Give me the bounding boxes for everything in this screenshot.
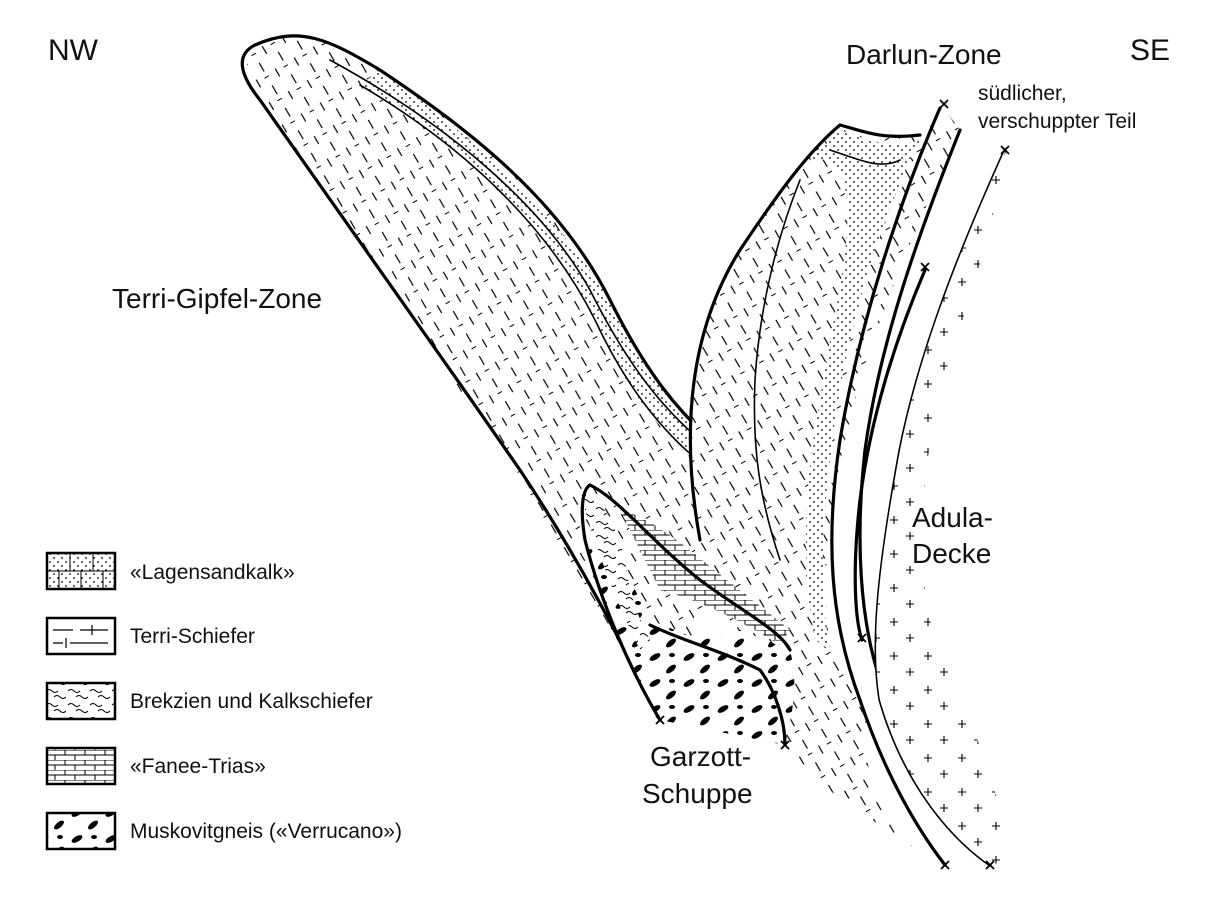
terri-gipfel-inner-line-1 [329, 59, 701, 441]
cross-garzott-left [655, 715, 665, 725]
legend-label-fanee-trias: «Fanee-Trias» [130, 755, 266, 778]
label-darlun-zone: Darlun-Zone [846, 39, 1002, 70]
adula-body [876, 150, 1010, 865]
legend-label-verrucano: Muskovitgneis («Verrucano») [130, 820, 402, 843]
terri-gipfel-inner-line-2 [359, 84, 711, 471]
contact-crosses [655, 99, 1010, 870]
slice-line-1 [830, 106, 947, 867]
slice-line-2 [858, 128, 962, 682]
label-garzott-1: Garzott- [650, 741, 751, 772]
cross-garzott-right [780, 740, 790, 750]
terri-gipfel-outline [253, 34, 702, 432]
label-darlun-sub-1: südlicher, [978, 82, 1067, 105]
garzott-verrucano [585, 510, 795, 745]
legend-item-fanee-trias: «Fanee-Trias» [45, 746, 266, 786]
legend-swatch-fanee-trias [45, 746, 117, 786]
legend-item-terri-schiefer: Terri-Schiefer [45, 616, 255, 656]
legend: «Lagensandkalk» Terri-Schiefer Brekzien … [45, 551, 402, 851]
legend-swatch-lagensandkalk-grid [47, 553, 115, 589]
darlun-outline [688, 123, 922, 542]
garzott-lower-boundary [648, 623, 787, 747]
orientation-nw: NW [48, 34, 99, 67]
legend-label-lagensandkalk: «Lagensandkalk» [130, 561, 295, 584]
legend-item-verrucano: Muskovitgneis («Verrucano») [45, 811, 402, 851]
label-adula-1: Adula- [912, 502, 993, 533]
cross-adula-top [1000, 145, 1010, 155]
cross-bottom-2 [985, 860, 995, 870]
legend-swatch-brekzien [45, 681, 117, 721]
cross-slice-mid [920, 262, 930, 272]
legend-label-terri-schiefer: Terri-Schiefer [130, 625, 255, 648]
cross-slice-low [857, 633, 867, 643]
legend-item-brekzien: Brekzien und Kalkschiefer [45, 681, 373, 721]
label-darlun-sub-2: verschuppter Teil [978, 110, 1136, 133]
garzott-slice [580, 483, 795, 747]
darlun-inner-line-1 [753, 179, 801, 561]
legend-swatch-verrucano [45, 811, 117, 851]
orientation-se: SE [1130, 34, 1170, 67]
label-terri-gipfel-zone: Terri-Gipfel-Zone [112, 283, 322, 314]
terri-gipfel-sand-band [360, 70, 720, 470]
legend-swatch-terri-schiefer-marks [53, 625, 108, 648]
darlun-inner-line-2 [829, 149, 901, 165]
garzott-outline [580, 483, 792, 722]
legend-item-lagensandkalk: «Lagensandkalk» [45, 551, 295, 591]
darlun-sand-band [790, 130, 920, 650]
legend-label-brekzien: Brekzien und Kalkschiefer [130, 690, 373, 713]
slice-line-3 [853, 268, 927, 642]
cross-darlun-top [939, 99, 949, 109]
label-garzott-2: Schuppe [642, 778, 753, 809]
cross-bottom-1 [940, 860, 950, 870]
legend-swatch-terri-schiefer [45, 616, 117, 656]
label-adula-2: Decke [912, 538, 991, 569]
terri-gipfel-lower-outline [240, 43, 662, 722]
garzott-brekzien [585, 490, 650, 650]
